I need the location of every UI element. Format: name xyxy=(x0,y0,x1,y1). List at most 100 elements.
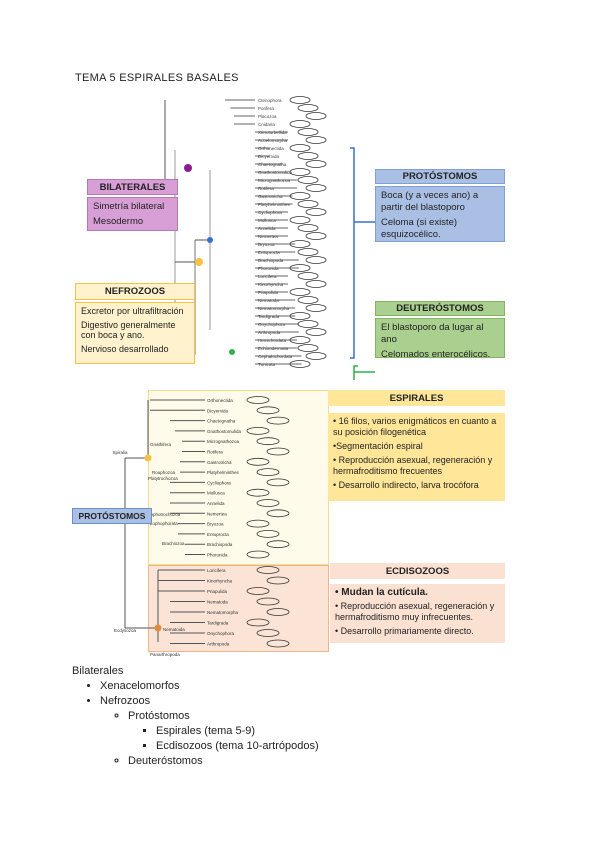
taxon-label: Loricifera xyxy=(207,568,226,573)
protostomos-title: PROTÓSTOMOS xyxy=(375,169,505,184)
taxon-label: Annelida xyxy=(207,501,225,506)
taxon-label: Bryozoa xyxy=(258,242,275,247)
taxon-label: Porifera xyxy=(258,106,274,111)
organism-drawing xyxy=(305,280,327,288)
organism-drawing xyxy=(289,288,311,296)
taxon-label: Priapulida xyxy=(207,589,228,594)
taxon-label: Chaetognatha xyxy=(207,419,236,424)
taxon-label: Nemertea xyxy=(207,511,227,516)
taxon-label: Entoprocta xyxy=(207,532,229,537)
organism-drawing xyxy=(266,416,290,425)
taxon-label: Cycliophora xyxy=(258,210,282,215)
bilaterales-line: Mesodermo xyxy=(93,216,144,227)
deuterostomia-bracket xyxy=(353,365,375,380)
espirales-body: • 16 filos, varios enigmáticos en cuanto… xyxy=(328,413,505,501)
ecdisozoos-line-bold: • Mudan la cutícula. xyxy=(335,587,428,598)
outline-item: Protóstomos xyxy=(128,710,190,722)
taxon-label: Cnidaria xyxy=(258,122,275,127)
taxon-label: Xenoturbellida xyxy=(258,130,287,135)
document-title: TEMA 5 ESPIRALES BASALES xyxy=(75,72,239,84)
taxon-label: Gnathostomulida xyxy=(258,170,293,175)
taxon-label: Cycliophora xyxy=(207,480,231,485)
organism-drawing xyxy=(256,499,280,507)
taxon-label: Dicyemida xyxy=(258,154,280,159)
organism-drawing xyxy=(305,256,327,264)
nefrozoos-line: Nervioso desarrollado xyxy=(81,343,169,354)
espirales-line: • Desarrollo indirecto, larva trocófora xyxy=(333,480,479,490)
taxon-label: Rotifera xyxy=(207,450,223,455)
organism-drawing xyxy=(266,540,290,549)
organism-drawing xyxy=(305,136,327,144)
organism-drawing xyxy=(246,396,270,404)
taxon-label: Micrognathozoa xyxy=(258,178,291,183)
organism-drawing xyxy=(289,144,311,152)
spiralia-node xyxy=(144,454,152,462)
taxon-label: Mollusca xyxy=(207,491,225,496)
organism-drawing xyxy=(256,629,280,637)
taxon-label: Brachiopoda xyxy=(258,258,284,263)
organism-drawing xyxy=(289,216,311,224)
phylogeny-figure-2: OrthonectidaDicyemidaChaetognathaGnathos… xyxy=(112,396,290,657)
outline-item: Deuteróstomos xyxy=(128,754,319,769)
organism-drawing xyxy=(305,208,327,216)
organism-drawing xyxy=(289,360,311,368)
deuterostomos-body: El blastoporo da lugar al ano Celomados … xyxy=(375,318,505,360)
clade-label: Nematoida xyxy=(163,627,185,632)
organism-drawing xyxy=(305,232,327,240)
outline-item: Xenacelomorfos xyxy=(100,679,319,694)
organism-drawing xyxy=(305,160,327,168)
deuterostomos-line: Celomados enterocélicos. xyxy=(381,349,491,360)
organism-drawing xyxy=(305,352,327,360)
taxon-label: Kinorhyncha xyxy=(258,282,284,287)
taxon-label: Nematoda xyxy=(207,600,228,605)
taxon-label: Priapulida xyxy=(258,290,279,295)
organism-drawing xyxy=(297,200,319,208)
taxon-label: Loricifera xyxy=(258,274,277,279)
taxon-label: Platyhelminthes xyxy=(207,470,240,475)
organism-drawing xyxy=(266,608,290,616)
taxon-label: Arthropoda xyxy=(207,642,230,647)
organism-drawing xyxy=(266,478,290,487)
ecdysozoa-node xyxy=(154,624,162,632)
clade-label: Gnathifera xyxy=(150,442,172,447)
organism-drawing xyxy=(256,529,280,538)
taxon-label: Orthonectida xyxy=(207,398,233,403)
protostomos-body: Boca (y a veces ano) a partir del blasto… xyxy=(375,186,505,242)
organism-drawing xyxy=(297,296,319,304)
organism-drawing xyxy=(246,618,270,627)
nefrozoos-line: Excretor por ultrafiltración xyxy=(81,306,184,316)
taxon-label: Nematoda xyxy=(258,298,279,303)
organism-drawing xyxy=(297,248,319,256)
organism-drawing xyxy=(297,320,319,328)
organism-drawing xyxy=(246,519,270,528)
organism-drawing xyxy=(266,639,290,648)
organism-drawing xyxy=(297,272,319,280)
clade-label: Panarthropoda xyxy=(150,652,180,657)
taxon-label: Rotifera xyxy=(258,186,274,191)
taxon-label: Arthropoda xyxy=(258,330,281,335)
protostomos-label: PROTÓSTOMOS xyxy=(72,508,152,524)
taxon-label: Phoronida xyxy=(258,266,279,271)
organism-drawing xyxy=(256,468,280,476)
clade-label: Platytrochozoa xyxy=(148,476,178,481)
organism-drawing xyxy=(266,447,290,456)
deuterostomos-title: DEUTERÓSTOMOS xyxy=(375,301,505,316)
organism-drawing xyxy=(246,550,270,559)
taxon-label: Chaetognatha xyxy=(258,162,287,167)
taxon-label: Gnathostomulida xyxy=(207,429,242,434)
taxon-label: Platyhelminthes xyxy=(258,202,291,207)
taxon-label: Micrognathozoa xyxy=(207,439,240,444)
taxon-label: Nemertea xyxy=(258,234,278,239)
organism-drawing xyxy=(256,566,280,574)
organism-drawing xyxy=(289,240,311,248)
ecdisozoos-body: • Mudan la cutícula. • Reproducción asex… xyxy=(330,584,505,643)
espirales-line: • 16 filos, varios enigmáticos en cuanto… xyxy=(333,416,497,437)
organism-drawing xyxy=(266,576,290,585)
clade-label: Rouphozoa xyxy=(152,470,176,475)
organism-drawing xyxy=(297,176,319,184)
outline-root: Bilaterales xyxy=(72,665,124,677)
organism-drawing xyxy=(266,509,290,518)
taxon-label: Tunicata xyxy=(258,362,276,367)
protostomia-bracket xyxy=(350,147,375,359)
organism-drawing xyxy=(289,264,311,272)
